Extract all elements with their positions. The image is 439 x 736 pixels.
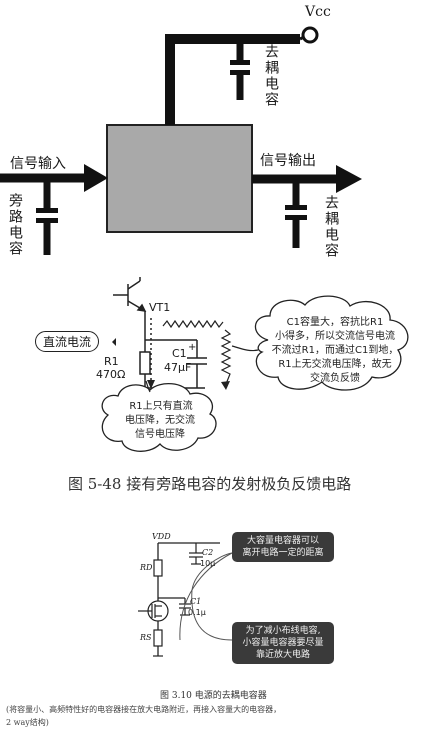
resistor-rs bbox=[153, 629, 163, 647]
bypass-capacitor bbox=[36, 178, 58, 255]
decoupling-capacitor-right bbox=[285, 179, 307, 248]
c2-value: 10μ bbox=[200, 559, 216, 568]
capacitor-c1 bbox=[187, 340, 207, 388]
vcc-terminal bbox=[301, 26, 319, 44]
vt1-label: VT1 bbox=[149, 301, 171, 314]
rd-label: RD bbox=[140, 563, 153, 572]
leader-curve-bottom bbox=[191, 552, 233, 641]
leader-curve-top bbox=[179, 552, 233, 641]
input-label: 信号输入 bbox=[10, 156, 66, 172]
figure-3-10-subcaption-1: (将容量小、高频特性好的电容器接在放大电路附近，再接入容量大的电容器， bbox=[6, 705, 282, 714]
note-small-capacitor: 为了减小布线电容, 小容量电容器要尽量 靠近放大电路 bbox=[232, 622, 334, 664]
ac-current-zigzag bbox=[162, 319, 224, 329]
vdd-label: VDD bbox=[152, 532, 171, 541]
output-label: 信号输出 bbox=[260, 153, 316, 169]
decouple-right-label: 去耦电容 bbox=[323, 195, 339, 259]
figure-3-10-caption: 图 3.10 电源的去耦电容器 bbox=[160, 691, 267, 701]
figure-3-10-subcaption-2: 2 way结构) bbox=[6, 718, 49, 727]
transistor-vt1 bbox=[113, 277, 147, 312]
amplifier-block bbox=[106, 124, 253, 233]
c1-plus: + bbox=[188, 342, 197, 353]
figure-5-48-caption: 图 5-48 接有旁路电容的发射极负反馈电路 bbox=[68, 475, 352, 493]
callout-cloud-bottom bbox=[101, 383, 217, 452]
dc-current-label: 直流电流 bbox=[35, 331, 100, 352]
decoupling-capacitor-top bbox=[230, 39, 250, 100]
r1-value: 470Ω bbox=[96, 368, 126, 381]
c2-label: C2 bbox=[202, 548, 214, 557]
c1-small-label: C1 bbox=[190, 597, 202, 606]
capacitor-c2 bbox=[189, 543, 203, 565]
c1-small-value: 0.1μ bbox=[188, 608, 206, 617]
bypass-label: 旁路电容 bbox=[7, 193, 23, 257]
resistor-rd bbox=[153, 559, 163, 577]
c1-label: C1 bbox=[172, 347, 187, 360]
decouple-top-label: 去耦电容 bbox=[263, 44, 279, 108]
vcc-label: Vcc bbox=[305, 4, 331, 20]
rs-label: RS bbox=[140, 633, 152, 642]
r1-label: R1 bbox=[104, 355, 119, 368]
callout-cloud-right bbox=[254, 295, 409, 391]
note-large-capacitor: 大容量电容器可以 离开电路一定的距离 bbox=[232, 532, 334, 562]
vcc-supply-line bbox=[165, 34, 300, 125]
c1-value: 47μF bbox=[164, 361, 192, 374]
